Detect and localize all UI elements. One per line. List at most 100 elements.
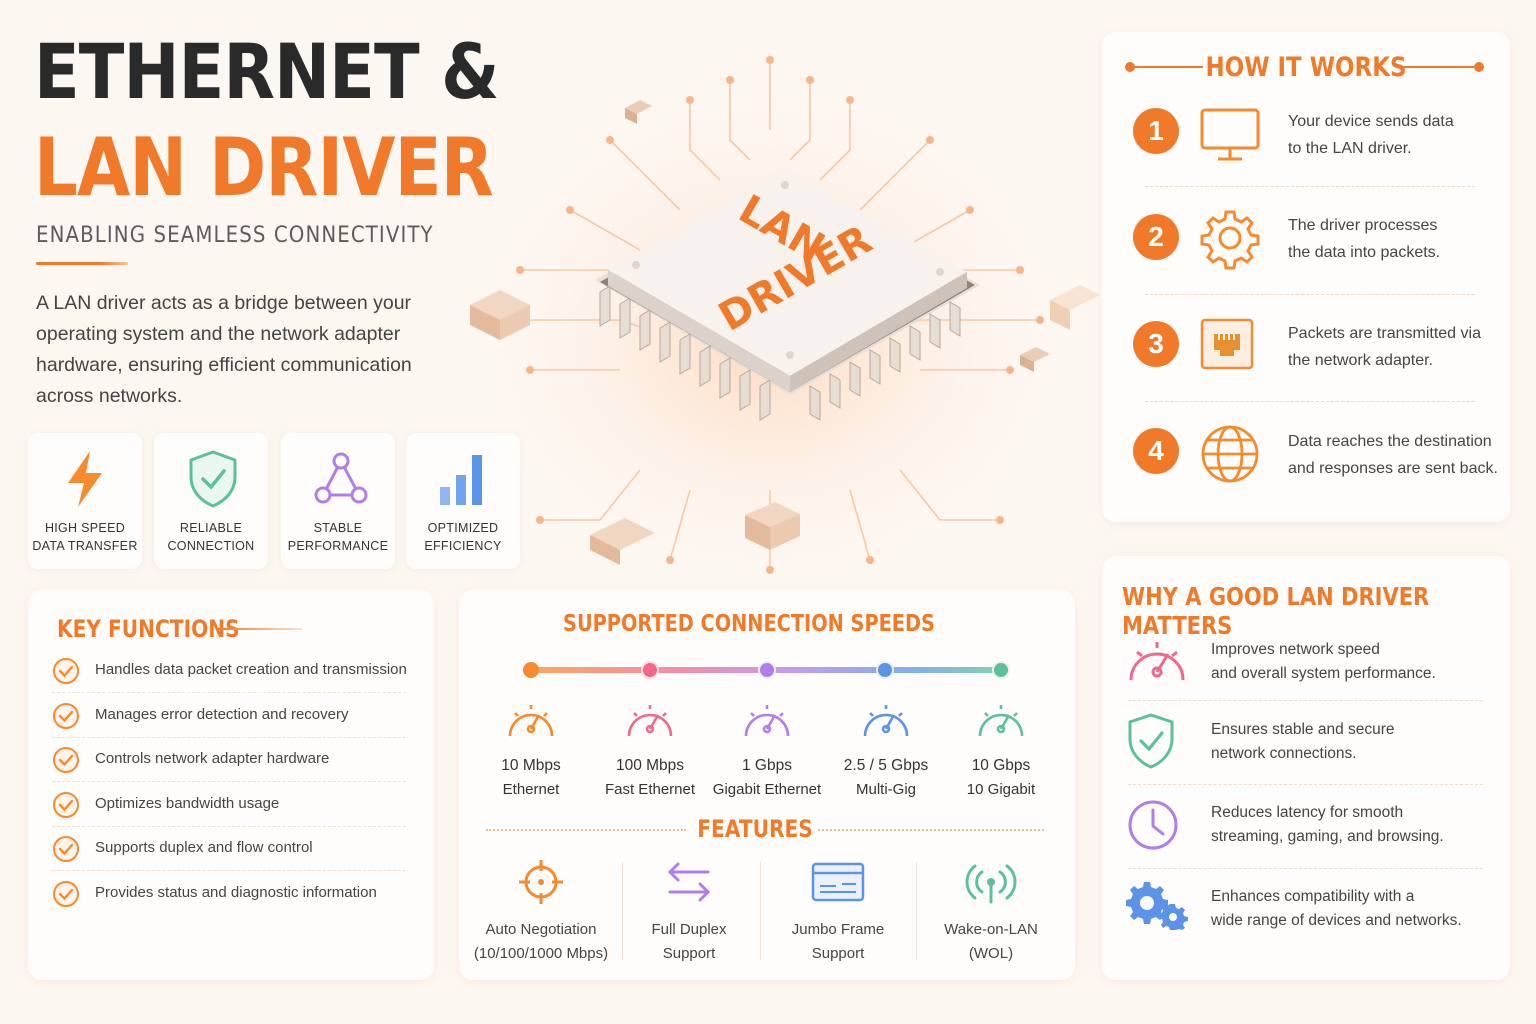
divider — [916, 862, 917, 960]
key-function-item: Manages error detection and recovery — [52, 701, 412, 731]
network-triangle-icon — [314, 452, 368, 504]
why-matters-title: WHY A GOOD LAN DRIVER MATTERS — [1122, 582, 1430, 640]
step-number: 3 — [1133, 321, 1179, 367]
check-circle-icon — [53, 881, 79, 907]
feature-text: Jumbo Frame — [791, 921, 885, 938]
intro-paragraph: A LAN driver acts as a bridge between yo… — [36, 292, 412, 407]
title-ornament-line — [1400, 66, 1474, 68]
speed-name: Multi-Gig — [855, 781, 916, 798]
two-way-arrows-icon — [667, 862, 711, 902]
feature-auto-negotiation: Auto Negotiation(10/100/1000 Mbps) — [466, 858, 616, 966]
speeds-title: SUPPORTED CONNECTION SPEEDS — [563, 611, 935, 637]
speed-timeline — [523, 661, 1010, 679]
crosshair-icon — [519, 860, 563, 904]
divider — [1145, 294, 1475, 295]
feature-text: Wake-on-LAN — [944, 921, 1038, 938]
step-text: Your device sends data — [1288, 113, 1454, 130]
speedometer-icon — [1129, 642, 1185, 681]
speed-value: 10 Gbps — [971, 757, 1031, 774]
timeline-node — [992, 661, 1010, 679]
divider — [52, 826, 406, 827]
feature-text: (WOL) — [968, 945, 1014, 962]
gear-icon — [1200, 210, 1260, 270]
step-number: 2 — [1133, 214, 1179, 260]
speed-name: Gigabit Ethernet — [712, 781, 822, 798]
timeline-node — [758, 661, 776, 679]
step-number: 1 — [1133, 108, 1179, 154]
monitor-icon — [1200, 108, 1260, 161]
divider — [52, 781, 406, 782]
why-text: Ensures stable and secure — [1211, 721, 1395, 738]
divider — [1145, 186, 1475, 187]
wireless-signal-icon — [965, 864, 1017, 904]
speed-name: Fast Ethernet — [604, 781, 696, 798]
title-line-2: LAN DRIVER — [34, 121, 494, 214]
speed-value: 1 Gbps — [742, 757, 792, 774]
features-title: FEATURES — [697, 815, 813, 843]
key-function-item: Optimizes bandwidth usage — [52, 790, 412, 820]
connection-speeds-card — [459, 590, 1075, 980]
speedometer-icon — [978, 705, 1024, 737]
tile-label: EFFICIENCY — [424, 539, 502, 553]
why-text: Enhances compatibility with a — [1211, 888, 1415, 905]
tile-label: STABLE — [313, 521, 363, 535]
check-circle-icon — [53, 658, 79, 684]
key-function-item: Supports duplex and flow control — [52, 834, 412, 864]
step-text: and responses are sent back. — [1288, 460, 1498, 477]
speedometer-icon — [508, 705, 554, 737]
tile-label: RELIABLE — [179, 521, 243, 535]
step-text: Data reaches the destination — [1288, 433, 1492, 450]
step-text: The driver processes — [1288, 217, 1438, 234]
tile-reliable: RELIABLE CONNECTION — [154, 433, 268, 569]
key-function-item: Controls network adapter hardware — [52, 745, 412, 775]
feature-text: Support — [662, 945, 716, 962]
why-text: Improves network speed — [1211, 641, 1380, 658]
speed-name: 10 Gigabit — [966, 781, 1036, 798]
globe-icon — [1201, 425, 1259, 483]
ethernet-port-icon — [1200, 318, 1254, 370]
feature-text: Support — [811, 945, 865, 962]
subtitle: ENABLING SEAMLESS CONNECTIVITY — [36, 223, 434, 248]
divider — [760, 862, 761, 960]
divider — [622, 862, 623, 960]
step-number: 4 — [1133, 428, 1179, 474]
speed-value: 100 Mbps — [615, 757, 685, 774]
divider — [52, 870, 406, 871]
speedometer-icon — [863, 705, 909, 737]
lan-driver-chip-illustration: LAN DRIVER — [460, 50, 1100, 574]
divider — [1128, 868, 1483, 869]
check-circle-icon — [53, 747, 79, 773]
step-text: the data into packets. — [1288, 244, 1441, 261]
gears-icon — [1126, 882, 1188, 930]
tile-label: CONNECTION — [167, 539, 255, 553]
how-it-works-title: HOW IT WORKS — [1205, 52, 1407, 83]
check-circle-icon — [53, 792, 79, 818]
divider — [52, 737, 406, 738]
feature-text: (10/100/1000 Mbps) — [473, 945, 609, 962]
tile-label: HIGH SPEED — [44, 521, 126, 535]
why-text: wide range of devices and networks. — [1211, 912, 1462, 929]
check-circle-icon — [53, 703, 79, 729]
shield-check-icon — [1128, 713, 1174, 769]
title-ornament-dot — [1125, 62, 1135, 72]
clock-icon — [1128, 800, 1178, 850]
step-text: to the LAN driver. — [1288, 140, 1412, 157]
key-function-text: Manages error detection and recovery — [95, 706, 349, 723]
timeline-node — [523, 662, 539, 678]
speed-value: 10 Mbps — [501, 757, 561, 774]
divider — [1145, 401, 1475, 402]
step-text: Packets are transmitted via — [1288, 325, 1481, 342]
title-ornament-line — [218, 628, 302, 630]
title-ornament-dot — [1474, 62, 1484, 72]
check-circle-icon — [53, 836, 79, 862]
speedometer-icon — [627, 705, 673, 737]
why-text: network connections. — [1211, 745, 1357, 762]
timeline-node — [641, 661, 659, 679]
